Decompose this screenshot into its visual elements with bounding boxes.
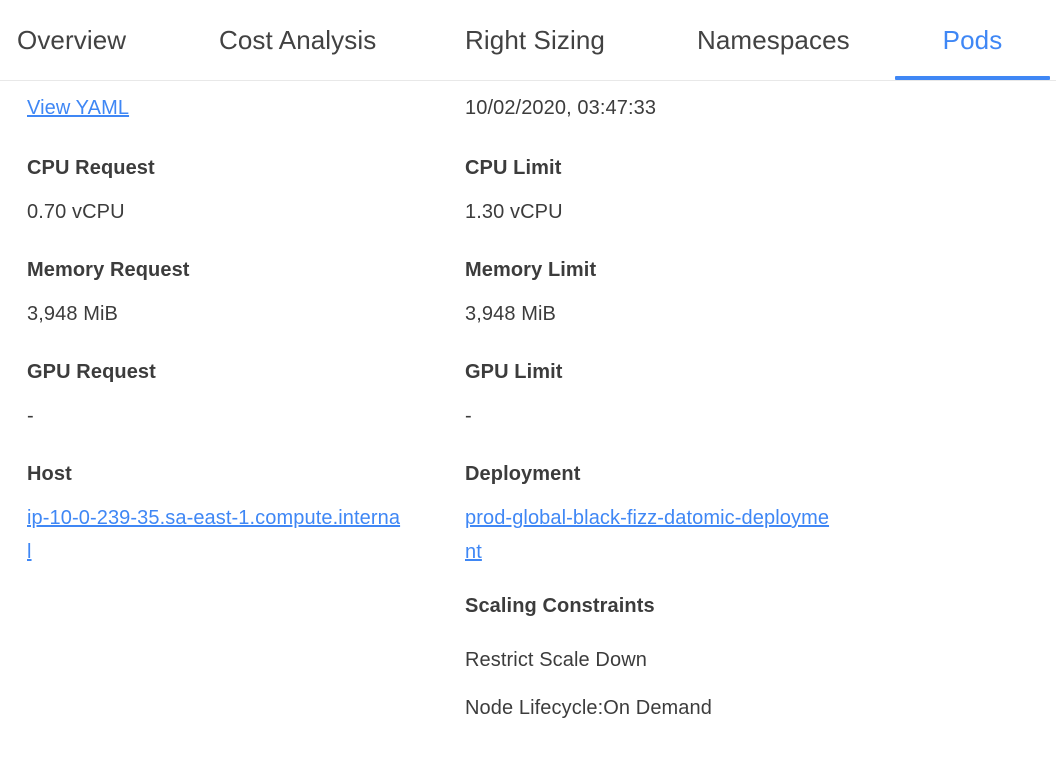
field-cpu-request: CPU Request 0.70 vCPU: [27, 155, 407, 229]
tab-pods-label: Pods: [942, 24, 1003, 55]
view-yaml-link[interactable]: View YAML: [27, 97, 130, 119]
field-gpu-request-value: -: [27, 405, 34, 427]
field-deployment-value-link[interactable]: prod-global-black-fizz-datomic-deploymen…: [465, 507, 830, 563]
field-cpu-request-value: 0.70 vCPU: [27, 201, 125, 223]
scaling-constraint-item: Restrict Scale Down: [465, 649, 647, 671]
tab-namespaces[interactable]: Namespaces: [697, 0, 850, 80]
field-gpu-limit-value: -: [465, 405, 472, 427]
field-memory-limit-label: Memory Limit: [465, 259, 597, 281]
field-cpu-limit-label: CPU Limit: [465, 157, 562, 179]
tab-namespaces-label: Namespaces: [697, 24, 850, 55]
tab-pods[interactable]: Pods: [895, 0, 1050, 80]
tab-bar: Overview Cost Analysis Right Sizing Name…: [0, 0, 1056, 81]
field-memory-limit: Memory Limit 3,948 MiB: [465, 257, 845, 331]
field-gpu-limit-label: GPU Limit: [465, 361, 563, 383]
scaling-constraints-section: Scaling Constraints Restrict Scale Down …: [465, 593, 845, 743]
scaling-constraint-item: Node Lifecycle:On Demand: [465, 697, 712, 719]
field-host: Host ip-10-0-239-35.sa-east-1.compute.in…: [27, 461, 407, 569]
active-tab-indicator: [895, 76, 1050, 80]
field-gpu-request: GPU Request -: [27, 359, 407, 433]
field-gpu-request-label: GPU Request: [27, 361, 156, 383]
field-gpu-limit: GPU Limit -: [465, 359, 845, 433]
field-cpu-request-label: CPU Request: [27, 157, 155, 179]
field-cpu-limit-value: 1.30 vCPU: [465, 201, 563, 223]
field-deployment-label: Deployment: [465, 463, 581, 485]
field-memory-request-value: 3,948 MiB: [27, 303, 118, 325]
tab-cost-analysis-label: Cost Analysis: [219, 24, 377, 55]
field-host-label: Host: [27, 463, 72, 485]
field-cpu-limit: CPU Limit 1.30 vCPU: [465, 155, 845, 229]
pod-detail-panel: View YAML CPU Request 0.70 vCPU Memory R…: [0, 81, 1056, 758]
pod-timestamp: 10/02/2020, 03:47:33: [465, 97, 657, 119]
field-host-value-link[interactable]: ip-10-0-239-35.sa-east-1.compute.interna…: [27, 507, 401, 563]
tab-right-sizing[interactable]: Right Sizing: [465, 0, 605, 80]
field-memory-limit-value: 3,948 MiB: [465, 303, 556, 325]
field-memory-request: Memory Request 3,948 MiB: [27, 257, 407, 331]
tab-cost-analysis[interactable]: Cost Analysis: [219, 0, 376, 80]
scaling-constraints-label: Scaling Constraints: [465, 595, 655, 617]
tab-overview-label: Overview: [17, 24, 127, 55]
field-memory-request-label: Memory Request: [27, 259, 190, 281]
tab-overview[interactable]: Overview: [17, 0, 126, 80]
field-deployment: Deployment prod-global-black-fizz-datomi…: [465, 461, 845, 569]
tab-right-sizing-label: Right Sizing: [465, 24, 605, 55]
